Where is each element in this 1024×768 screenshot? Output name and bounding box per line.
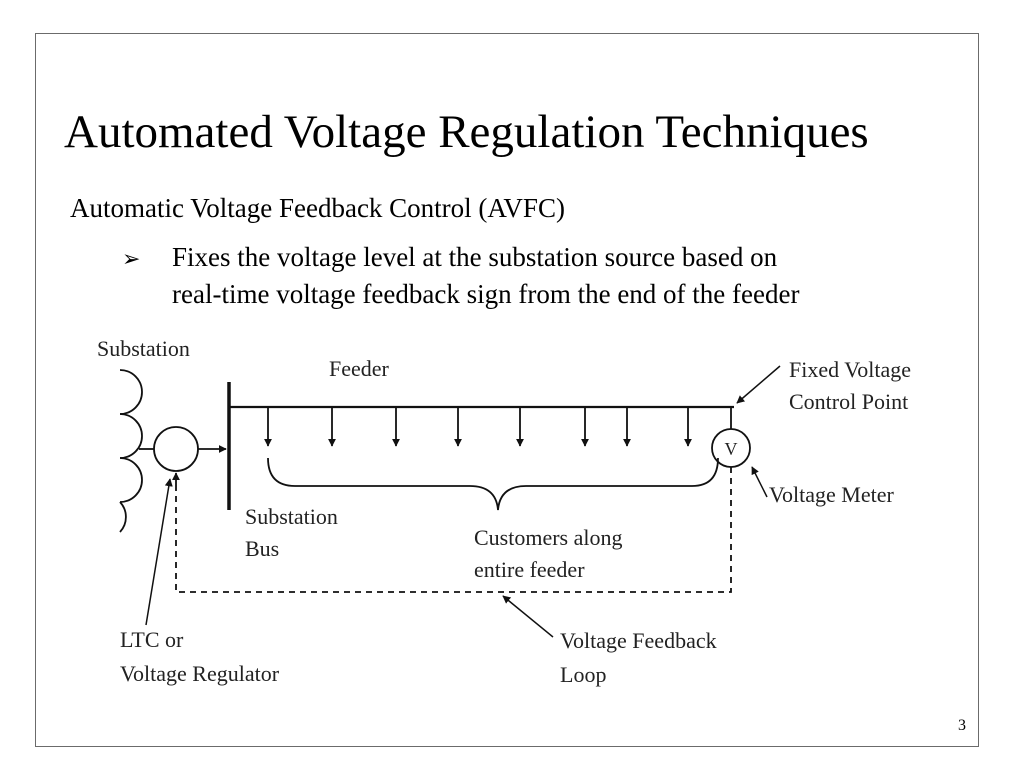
bullet-line-1: Fixes the voltage level at the substatio…: [172, 242, 778, 272]
customers-brace: [267, 457, 719, 511]
label-substation-bus-line1: Substation: [245, 504, 338, 529]
label-fixed-voltage-line2: Control Point: [789, 389, 908, 414]
slide-subtitle: Automatic Voltage Feedback Control (AVFC…: [70, 193, 565, 223]
label-customers-line1: Customers along: [474, 525, 623, 550]
transformer-coil-icon: [119, 369, 143, 533]
slide-title: Automated Voltage Regulation Techniques: [64, 106, 869, 158]
label-voltage-meter: Voltage Meter: [769, 482, 895, 507]
label-customers-line2: entire feeder: [474, 557, 585, 582]
slide-frame: [35, 33, 979, 747]
bullet-arrow-icon: ➢: [122, 246, 141, 271]
label-ltc-line2: Voltage Regulator: [120, 661, 280, 686]
label-substation: Substation: [97, 336, 190, 361]
load-arrows: [264, 407, 692, 447]
feedback-pointer: [502, 595, 554, 638]
label-fixed-voltage-line1: Fixed Voltage: [789, 357, 911, 382]
page-number: 3: [958, 717, 966, 734]
label-feedback-line1: Voltage Feedback: [560, 628, 717, 653]
label-feeder: Feeder: [329, 356, 390, 381]
ltc-circle: [153, 426, 199, 472]
label-substation-bus-line2: Bus: [245, 536, 279, 561]
bullet-text: Fixes the voltage level at the substatio…: [172, 239, 972, 313]
ltc-pointer: [145, 478, 173, 626]
label-feedback-line2: Loop: [560, 662, 606, 687]
bullet-line-2: real-time voltage feedback sign from the…: [172, 279, 800, 309]
meter-symbol: V: [725, 439, 738, 459]
voltage-meter-pointer: [751, 466, 768, 498]
label-ltc-line1: LTC or: [120, 627, 184, 652]
fixed-voltage-pointer: [736, 365, 781, 404]
feedback-loop-line: [175, 467, 732, 593]
